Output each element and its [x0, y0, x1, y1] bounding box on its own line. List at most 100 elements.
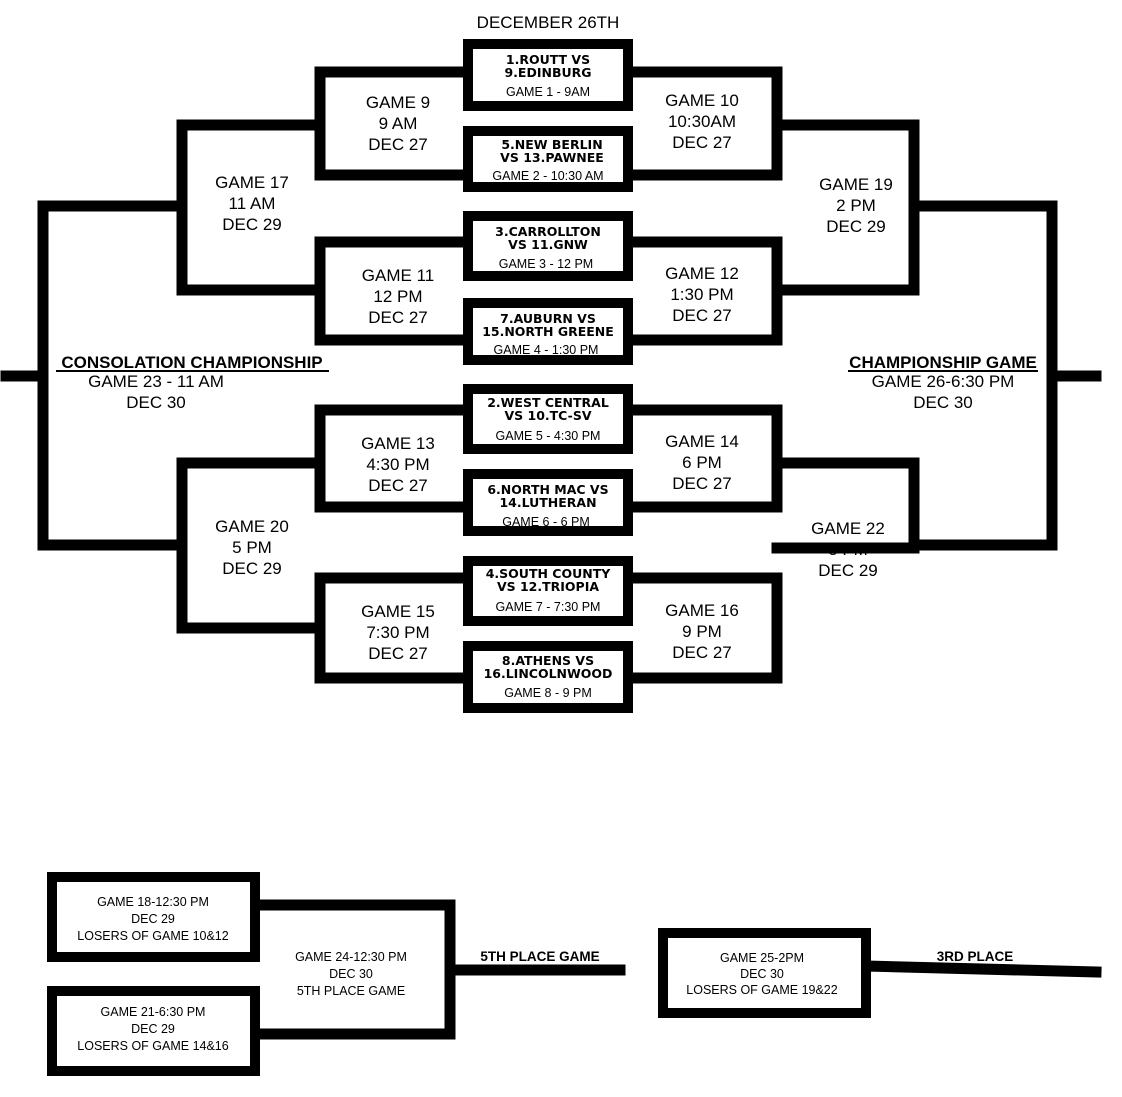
first-round-box-6 [463, 469, 633, 536]
g15-time: 7:30 PM [366, 623, 429, 642]
g11-label: GAME 11 [362, 266, 434, 285]
g19-label: GAME 19 [819, 175, 893, 194]
g24-line-2: DEC 30 [329, 967, 373, 981]
g14-time: 6 PM [682, 453, 722, 472]
g9-time: 9 AM [379, 114, 418, 133]
g19-time: 2 PM [836, 196, 876, 215]
g2-team-2: VS 13.PAWNEE [500, 150, 604, 165]
g10-label: GAME 10 [665, 91, 739, 110]
championship-title: CHAMPIONSHIP GAME [849, 353, 1037, 372]
g12-time: 1:30 PM [670, 285, 733, 304]
g5-team-1: 2.WEST CENTRAL [487, 395, 609, 410]
g4-team-2: 15.NORTH GREENE [482, 324, 614, 339]
first-round [463, 39, 633, 713]
g20-time: 5 PM [232, 538, 272, 557]
g15-label: GAME 15 [361, 602, 435, 621]
g25-line-3: LOSERS OF GAME 19&22 [686, 983, 837, 997]
g7-team-1: 4.SOUTH COUNTY [486, 566, 612, 581]
placement-boxes [47, 872, 871, 1076]
g5-team-2: VS 10.TC-SV [504, 408, 591, 423]
g9-label: GAME 9 [366, 93, 430, 112]
second-round-right-text: GAME 10 10:30AM DEC 27 GAME 12 1:30 PM D… [665, 91, 739, 662]
g16-time: 9 PM [682, 622, 722, 641]
g6-time: GAME 6 - 6 PM [502, 515, 590, 529]
third-round-text: GAME 17 11 AM DEC 29 GAME 20 5 PM DEC 29… [215, 173, 893, 580]
first-round-box-4 [463, 298, 633, 365]
g8-team-2: 16.LINCOLNWOOD [484, 666, 613, 681]
first-round-box-5 [463, 384, 633, 454]
g24-line-3: 5TH PLACE GAME [297, 984, 405, 998]
g1-time: GAME 1 - 9AM [506, 85, 590, 99]
g5-time: GAME 5 - 4:30 PM [496, 429, 601, 443]
g7-team-2: VS 12.TRIOPIA [497, 579, 599, 594]
g1-team-2: 9.EDINBURG [504, 65, 591, 80]
g16-date: DEC 27 [672, 643, 732, 662]
first-round-text: 1.ROUTT VS 9.EDINBURG GAME 1 - 9AM 5.NEW… [482, 52, 614, 700]
g22-label: GAME 22 [811, 519, 885, 538]
first-round-box-3 [463, 211, 633, 281]
g13-date: DEC 27 [368, 476, 428, 495]
g18-line-2: DEC 29 [131, 912, 175, 926]
g13-time: 4:30 PM [366, 455, 429, 474]
championship-date: DEC 30 [913, 393, 973, 412]
g20-label: GAME 20 [215, 517, 289, 536]
second-round-left-text: GAME 9 9 AM DEC 27 GAME 11 12 PM DEC 27 … [361, 93, 435, 663]
g18-line-1: GAME 18-12:30 PM [97, 895, 209, 909]
g22-time: 8 PM [828, 540, 868, 559]
g4-time: GAME 4 - 1:30 PM [494, 343, 599, 357]
g7-time: GAME 7 - 7:30 PM [496, 600, 601, 614]
line-game16 [622, 572, 783, 684]
g3-time: GAME 3 - 12 PM [499, 257, 593, 271]
g16-label: GAME 16 [665, 601, 739, 620]
first-round-box-1 [463, 39, 633, 111]
g3-team-1: 3.CARROLLTON [495, 224, 601, 239]
g12-label: GAME 12 [665, 264, 739, 283]
championship-time: GAME 26-6:30 PM [872, 372, 1015, 391]
g25-line-1: GAME 25-2PM [720, 951, 804, 965]
game25-box [658, 928, 871, 1018]
g6-team-2: 14.LUTHERAN [499, 495, 596, 510]
game21-box [47, 986, 260, 1076]
g20-date: DEC 29 [222, 559, 282, 578]
first-round-box-2 [463, 126, 633, 192]
consolation-time: GAME 23 - 11 AM [88, 372, 224, 391]
third-place-label: 3RD PLACE [937, 949, 1014, 964]
g14-label: GAME 14 [665, 432, 739, 451]
third-place-text: GAME 25-2PM DEC 30 LOSERS OF GAME 19&22 … [686, 949, 1013, 997]
g1-team-1: 1.ROUTT VS [506, 52, 590, 67]
g8-team-1: 8.ATHENS VS [502, 653, 594, 668]
g21-line-3: LOSERS OF GAME 14&16 [77, 1039, 228, 1053]
page-title: DECEMBER 26TH [477, 13, 620, 32]
g8-time: GAME 8 - 9 PM [504, 686, 592, 700]
g6-team-1: 6.NORTH MAC VS [487, 482, 608, 497]
g17-date: DEC 29 [222, 215, 282, 234]
g24-line-1: GAME 24-12:30 PM [295, 950, 407, 964]
g14-date: DEC 27 [672, 474, 732, 493]
g22-date: DEC 29 [818, 561, 878, 580]
bracket-lines [0, 66, 1102, 1040]
g4-team-1: 7.AUBURN VS [500, 311, 596, 326]
g13-label: GAME 13 [361, 434, 435, 453]
g9-date: DEC 27 [368, 135, 428, 154]
consolation-date: DEC 30 [126, 393, 186, 412]
line-game22 [771, 457, 920, 554]
g3-team-2: VS 11.GNW [508, 237, 588, 252]
g17-time: 11 AM [229, 194, 276, 213]
fifth-place-text: GAME 18-12:30 PM DEC 29 LOSERS OF GAME 1… [77, 895, 599, 1053]
fifth-place-label: 5TH PLACE GAME [480, 949, 599, 964]
g12-date: DEC 27 [672, 306, 732, 325]
g2-team-1: 5.NEW BERLIN [501, 137, 602, 152]
consolation-title: CONSOLATION CHAMPIONSHIP [61, 353, 322, 372]
line-3rd-out [860, 960, 1102, 978]
g15-date: DEC 27 [368, 644, 428, 663]
g19-date: DEC 29 [826, 217, 886, 236]
g21-line-2: DEC 29 [131, 1022, 175, 1036]
g17-label: GAME 17 [215, 173, 289, 192]
g10-date: DEC 27 [672, 133, 732, 152]
g11-time: 12 PM [373, 287, 422, 306]
consolation-block: CONSOLATION CHAMPIONSHIP GAME 23 - 11 AM… [56, 353, 329, 412]
first-round-box-8 [463, 641, 633, 713]
g25-line-2: DEC 30 [740, 967, 784, 981]
g21-line-1: GAME 21-6:30 PM [101, 1005, 206, 1019]
